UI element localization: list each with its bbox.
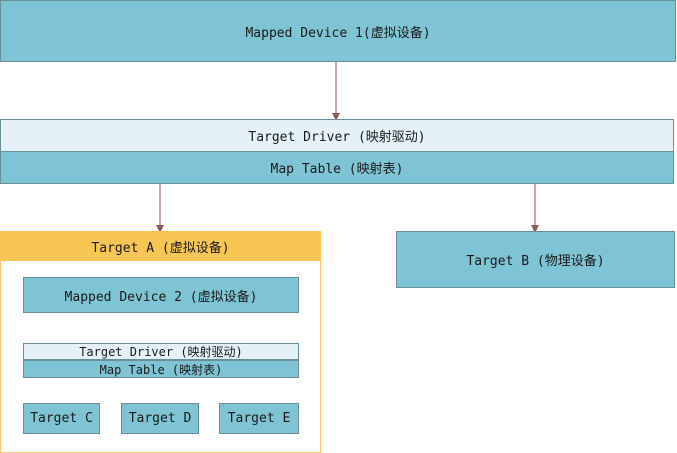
mapped-device-2-label: Mapped Device 2 (虚拟设备): [64, 289, 258, 305]
target-c-box: Target C: [23, 403, 100, 434]
target-a-title: Target A (虚拟设备): [91, 240, 230, 256]
target-b-box: Target B (物理设备): [396, 231, 675, 288]
target-a-driver-label: Target Driver (映射驱动): [79, 345, 243, 359]
target-a-header: Target A (虚拟设备): [0, 231, 321, 261]
target-c-label: Target C: [30, 411, 93, 426]
target-d-box: Target D: [121, 403, 199, 434]
map-table-box: Map Table (映射表): [0, 151, 674, 184]
target-driver-label: Target Driver (映射驱动): [248, 130, 426, 145]
target-d-label: Target D: [128, 411, 192, 426]
target-a-map-table-label: Map Table (映射表): [99, 362, 223, 377]
mapped-device-1-box: Mapped Device 1(虚拟设备): [0, 0, 676, 62]
mapped-device-1-label: Mapped Device 1(虚拟设备): [245, 25, 431, 41]
target-a-driver-box: Target Driver (映射驱动): [23, 343, 299, 360]
target-driver-box: Target Driver (映射驱动): [0, 119, 674, 152]
target-b-label: Target B (物理设备): [466, 254, 605, 269]
mapped-device-2-box: Mapped Device 2 (虚拟设备): [23, 277, 299, 313]
target-e-box: Target E: [219, 403, 299, 434]
target-a-map-table-box: Map Table (映射表): [23, 360, 299, 378]
target-e-label: Target E: [227, 411, 291, 426]
map-table-label: Map Table (映射表): [270, 162, 404, 177]
